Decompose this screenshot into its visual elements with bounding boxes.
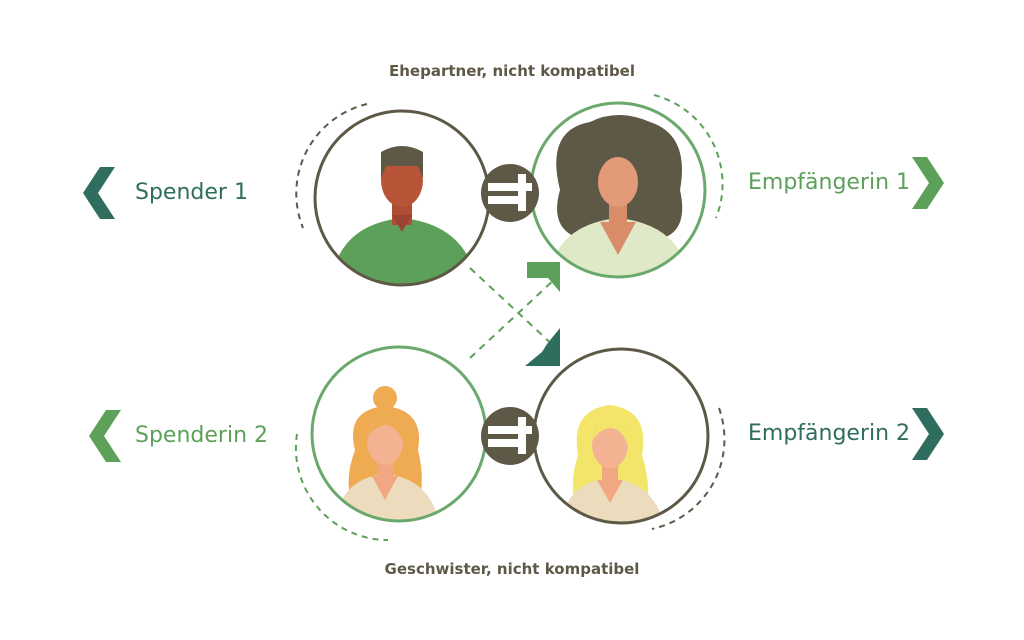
blocked-connector-icon: [481, 407, 539, 465]
recipient1-label: Empfängerin 1: [748, 170, 911, 195]
crossover-line-1: [469, 267, 557, 349]
donor2-label: Spenderin 2: [135, 423, 268, 448]
dashed-arc-recipient2: [651, 407, 726, 530]
chevron-left-icon: [83, 167, 115, 219]
dashed-arc-donor1: [295, 103, 368, 229]
dashed-arc-donor2: [294, 433, 389, 541]
chevron-right-icon: [912, 408, 944, 460]
crossover-lines: [469, 267, 557, 359]
bottom-caption: Geschwister, nicht kompatibel: [384, 560, 640, 578]
chevron-down-right-icon: [525, 328, 560, 366]
dashed-arc-recipient1: [653, 94, 724, 219]
crossover-line-2: [469, 277, 557, 359]
donor1-label: Spender 1: [135, 180, 248, 205]
chevron-left-icon: [89, 410, 121, 462]
recipient1-avatar: [529, 101, 707, 279]
chevron-right-icon: [912, 157, 944, 209]
blocked-connector-icon: [481, 164, 539, 222]
donor2-avatar: [310, 345, 488, 523]
recipient2-avatar: [532, 347, 710, 525]
donor1-avatar: [313, 109, 491, 287]
top-caption: Ehepartner, nicht kompatibel: [388, 62, 635, 80]
recipient2-label: Empfängerin 2: [748, 421, 911, 446]
chevron-up-right-icon: [527, 262, 560, 292]
